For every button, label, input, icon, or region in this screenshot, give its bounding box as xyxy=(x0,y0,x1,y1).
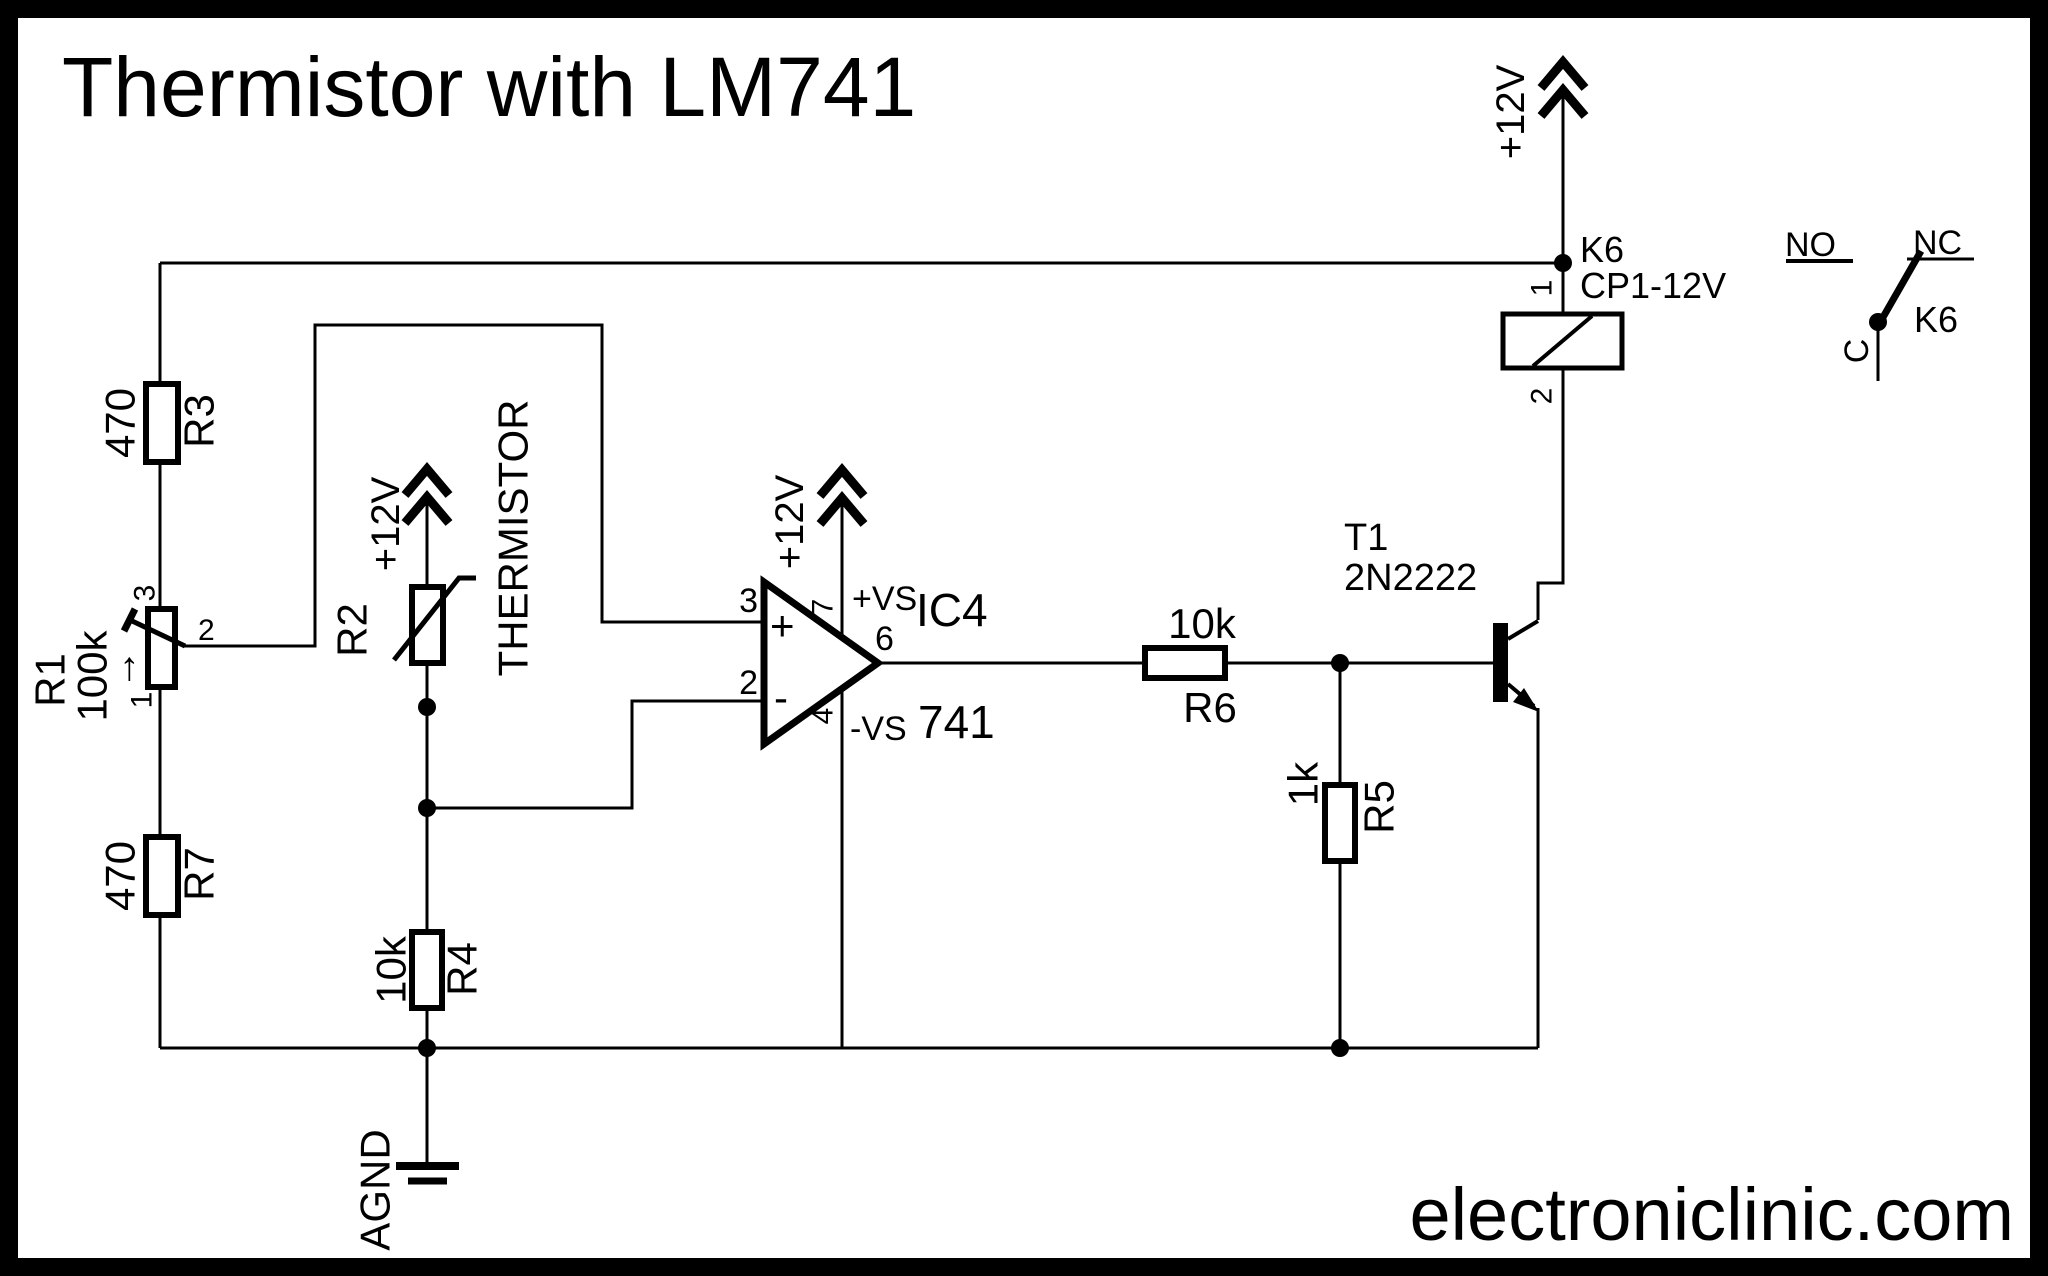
resistor-r3: 470 R3 xyxy=(97,381,223,465)
thermistor-r2: R2 THERMISTOR xyxy=(329,400,537,677)
opamp-ic4: + - 3 2 7 4 6 +VS -VS IC4 741 xyxy=(739,575,995,751)
relay-contact-k6: NO NC C K6 xyxy=(1785,224,1974,381)
contact-arm xyxy=(1874,249,1925,328)
r1-value-label: 100k xyxy=(69,629,116,721)
agnd-label: AGND xyxy=(352,1129,399,1250)
r5-ref-label: R5 xyxy=(1356,780,1403,834)
resistor-r5: 1k R5 xyxy=(1280,761,1403,864)
potentiometer-body xyxy=(145,606,178,690)
contact-ref-label: K6 xyxy=(1914,299,1958,340)
thermistor-kind-label: THERMISTOR xyxy=(490,400,537,677)
junction-dot xyxy=(1331,1039,1349,1057)
junction-dot xyxy=(418,698,436,716)
ground-agnd: AGND xyxy=(352,1129,459,1251)
up-arrow-icon xyxy=(1537,55,1589,91)
resistor-body xyxy=(409,929,445,1011)
ic4-ref-label: IC4 xyxy=(916,584,988,636)
coil-pin1-label: 1 xyxy=(1526,280,1559,297)
wire-junction-to-inv-input xyxy=(427,699,764,810)
emitter-arrowhead xyxy=(1513,688,1539,712)
wiper-arm xyxy=(128,617,187,649)
r2-ref-label: R2 xyxy=(329,603,376,657)
power-arrow-opamp: +12V xyxy=(768,463,868,569)
vplus-label: +VS xyxy=(852,580,917,618)
resistor-r4: 10k R4 xyxy=(368,929,486,1011)
ic4-part-label: 741 xyxy=(918,696,995,748)
r7-ref-label: R7 xyxy=(176,847,223,901)
power-label: +12V xyxy=(364,476,408,571)
r7-value-label: 470 xyxy=(97,841,144,911)
up-arrow-icon xyxy=(816,491,868,527)
up-arrow-icon xyxy=(401,490,453,526)
power-arrow-relay: +12V xyxy=(1489,55,1589,159)
coil-pin2-label: 2 xyxy=(1526,388,1559,405)
junction-dots xyxy=(418,254,1572,1057)
transistor-t1: T1 2N2222 xyxy=(1344,517,1508,702)
power-label: +12V xyxy=(1489,64,1533,159)
pin4-label: 4 xyxy=(807,708,840,725)
pin3-label: 3 xyxy=(739,582,758,620)
wire-relay-to-collector xyxy=(1536,368,1565,620)
transistor-base-bar xyxy=(1493,623,1508,702)
k6-part-label: CP1-12V xyxy=(1580,265,1726,306)
vminus-label: -VS xyxy=(850,710,907,748)
resistor-body xyxy=(143,834,181,918)
power-arrow-thermistor: +12V xyxy=(364,462,453,571)
pin2-label: 2 xyxy=(739,664,758,702)
up-arrow-icon xyxy=(401,462,453,498)
thermistor-body xyxy=(409,584,446,666)
resistor-r6: 10k R6 xyxy=(1142,600,1237,731)
junction-dot xyxy=(1869,313,1887,331)
resistor-body xyxy=(1322,782,1358,864)
r6-value-label: 10k xyxy=(1168,600,1237,647)
up-arrow-icon xyxy=(1537,83,1589,119)
wire-collector-diagonal xyxy=(1506,619,1540,641)
resistor-body xyxy=(143,381,181,465)
k6-ref-label: K6 xyxy=(1580,229,1624,270)
pin7-label: 7 xyxy=(807,599,840,616)
junction-dot xyxy=(1554,254,1572,272)
r5-value-label: 1k xyxy=(1280,761,1327,806)
t1-part-label: 2N2222 xyxy=(1344,557,1477,599)
junction-dot xyxy=(418,1039,436,1057)
nc-label: NC xyxy=(1913,224,1962,262)
pin6-label: 6 xyxy=(875,620,894,658)
no-label: NO xyxy=(1785,226,1836,264)
common-label: C xyxy=(1838,339,1876,364)
up-arrow-icon xyxy=(816,463,868,499)
potentiometer-r1: R1 100k → 3 2 1 xyxy=(27,585,215,722)
page-title: Thermistor with LM741 xyxy=(62,40,916,134)
noninverting-sign: + xyxy=(770,602,795,649)
thermistor-strike xyxy=(392,575,476,662)
resistor-r7: 470 R7 xyxy=(97,834,223,918)
r1-pin3-label: 3 xyxy=(129,585,162,602)
inverting-sign: - xyxy=(774,674,788,721)
resistor-body xyxy=(1142,645,1228,681)
r4-value-label: 10k xyxy=(368,935,415,1004)
r3-ref-label: R3 xyxy=(176,394,223,448)
wiper-cap xyxy=(120,607,139,633)
relay-coil-k6: K6 CP1-12V 1 2 xyxy=(1500,229,1726,405)
relay-coil-diagonal xyxy=(1531,314,1594,368)
watermark-text: electroniclinic.com xyxy=(1409,1173,2014,1256)
r1-pin1-label: 1 xyxy=(126,692,159,709)
r4-ref-label: R4 xyxy=(439,942,486,996)
wires xyxy=(158,95,1565,1164)
t1-ref-label: T1 xyxy=(1344,517,1388,559)
opamp-triangle xyxy=(760,575,885,751)
r6-ref-label: R6 xyxy=(1183,684,1237,731)
power-label: +12V xyxy=(768,474,812,569)
junction-dot xyxy=(418,799,436,817)
r3-value-label: 470 xyxy=(97,388,144,458)
adjust-arrow-icon: → xyxy=(101,649,145,689)
wire-wiper-to-noninv-input xyxy=(183,323,764,648)
junction-dot xyxy=(1331,654,1349,672)
r1-ref-label: R1 xyxy=(27,653,74,707)
r1-pin2-label: 2 xyxy=(198,614,215,647)
